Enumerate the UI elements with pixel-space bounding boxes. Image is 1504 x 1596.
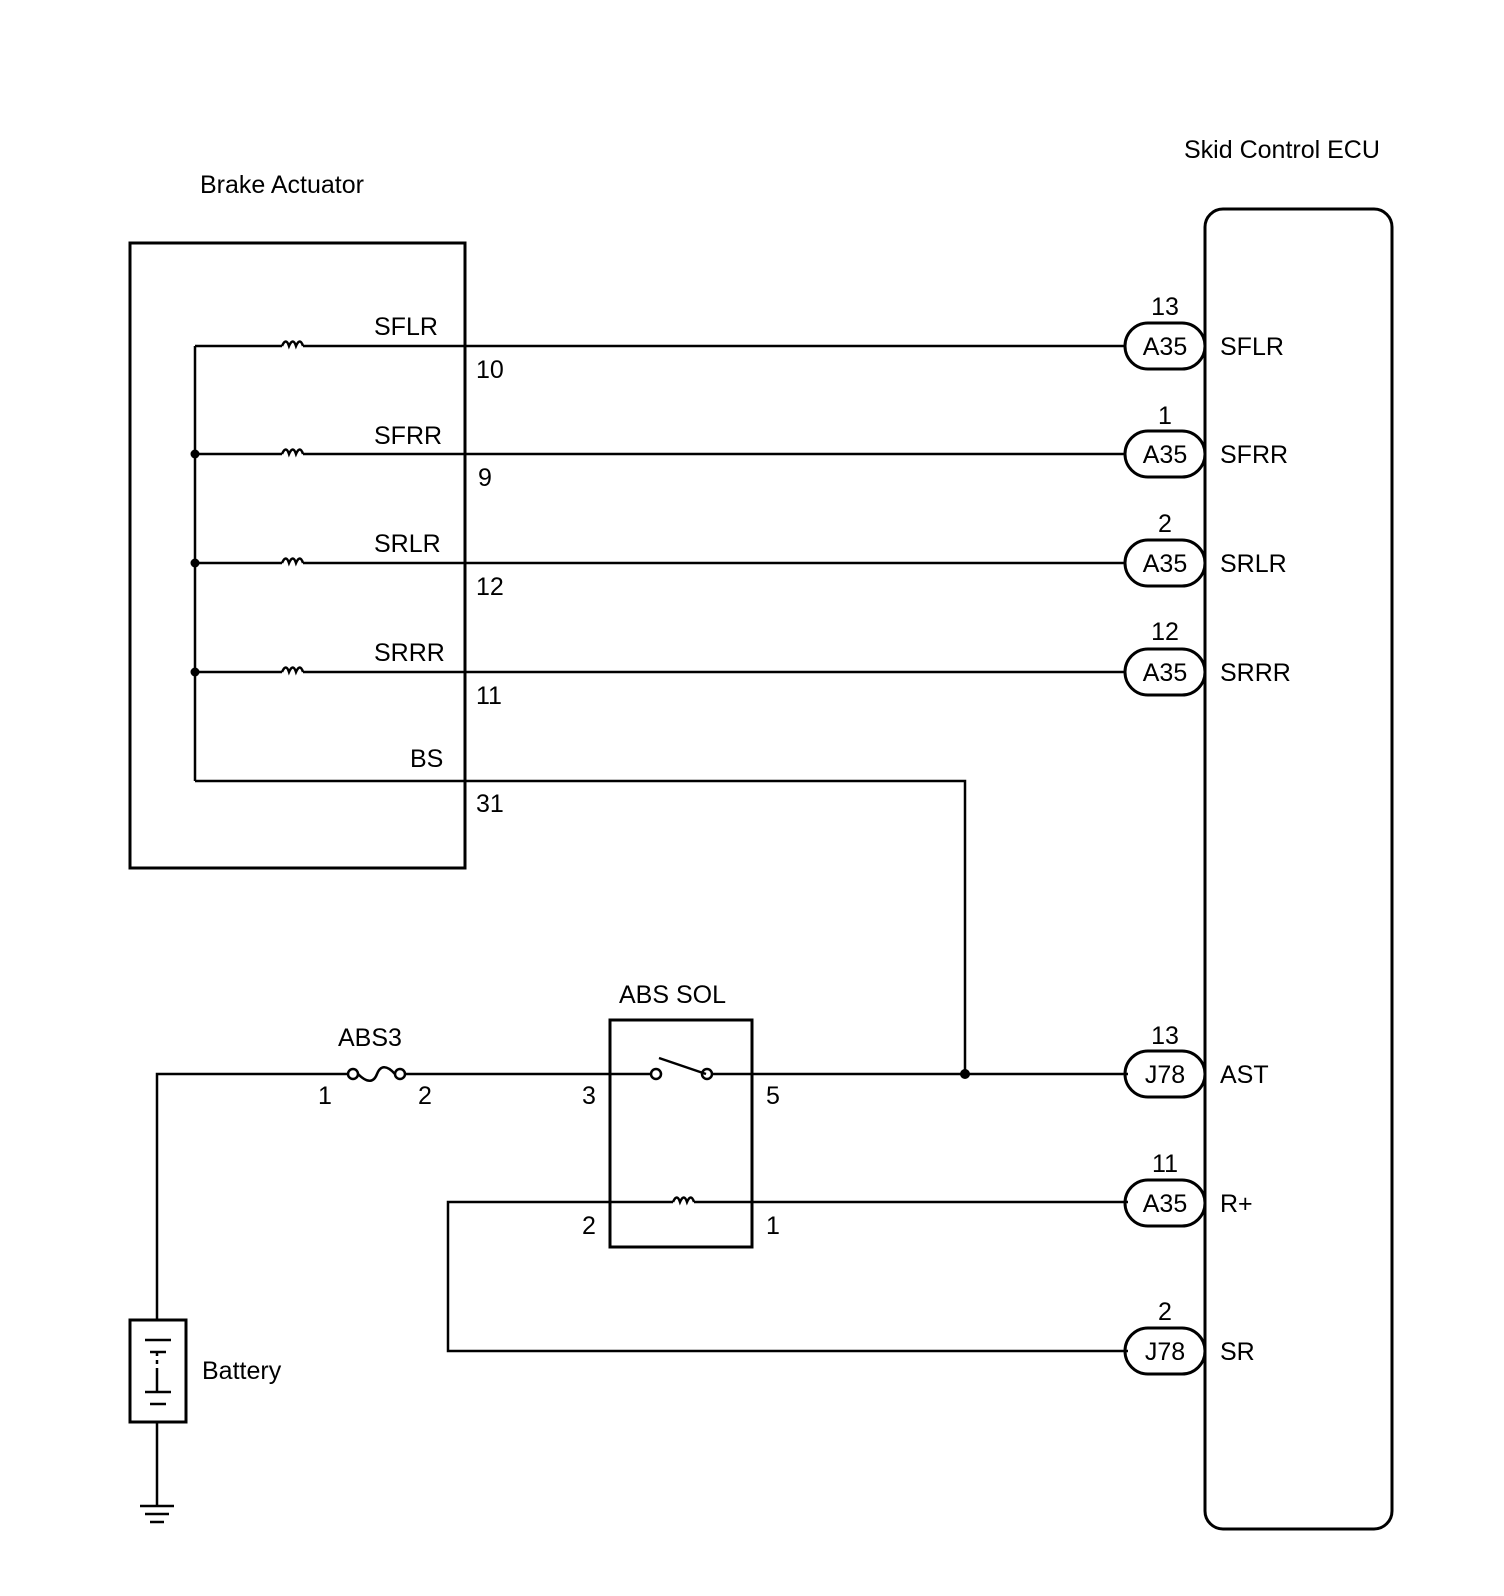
ecu-signal-label: SR: [1220, 1338, 1255, 1366]
actuator-row-sfrr: SFRR 9: [190, 422, 1128, 492]
bs-wire: [195, 779, 967, 1074]
connector-badge: [1123, 647, 1207, 697]
ecu-terminal-srrr: 12 A35 SRRR: [1123, 618, 1291, 697]
actuator-signal-label: SFRR: [374, 422, 442, 450]
fuse-title: ABS3: [338, 1024, 402, 1052]
connector-label: A35: [1143, 550, 1187, 578]
relay-coil-icon: [671, 1196, 696, 1206]
relay-title: ABS SOL: [619, 981, 726, 1009]
connector-label: A35: [1143, 333, 1187, 361]
ecu-title: Skid Control ECU: [1184, 136, 1380, 164]
ecu-terminal-sflr: 13 A35 SFLR: [1123, 293, 1284, 371]
actuator-signal-label: SRRR: [374, 639, 445, 667]
ecu-pin-label: 13: [1151, 1022, 1179, 1050]
ecu-pin-label: 13: [1151, 293, 1179, 321]
ecu-signal-label: R+: [1220, 1190, 1253, 1218]
solenoid-coil-icon: [280, 666, 305, 676]
ecu-pin-label: 2: [1158, 510, 1172, 538]
relay-switch-icon: [649, 1056, 714, 1081]
relay-pin-label: 1: [766, 1212, 780, 1240]
ecu-terminal-r-plus: 11 A35 R+: [1123, 1150, 1253, 1228]
connector-label: A35: [1143, 659, 1187, 687]
ecu-pin-label: 2: [1158, 1298, 1172, 1326]
actuator-pin-label: 9: [478, 464, 492, 492]
ecu-box: [1203, 207, 1394, 1531]
ecu-pin-label: 1: [1158, 402, 1172, 430]
connector-label: J78: [1145, 1061, 1185, 1089]
ecu-signal-label: SRLR: [1220, 550, 1287, 578]
battery-feed-wire: [155, 1072, 348, 1320]
ecu-signal-label: SFRR: [1220, 441, 1288, 469]
relay-pin-label: 5: [766, 1082, 780, 1110]
ecu-pin-label: 11: [1152, 1150, 1178, 1178]
ecu-terminal-sfrr: 1 A35 SFRR: [1123, 402, 1288, 479]
sr-wire: [446, 1200, 1128, 1353]
actuator-row-bs: BS 31: [195, 745, 967, 1074]
ecu-signal-label: SFLR: [1220, 333, 1284, 361]
brake-actuator-box: [128, 241, 467, 870]
fuse-pin-out: 2: [418, 1082, 432, 1110]
actuator-signal-label: SFLR: [374, 313, 438, 341]
battery-label: Battery: [202, 1357, 282, 1385]
ecu-pin-label: 12: [1151, 618, 1179, 646]
connector-label: A35: [1143, 441, 1187, 469]
actuator-row-srlr: SRLR 12: [190, 530, 1128, 601]
actuator-signal-label: BS: [410, 745, 443, 773]
power-circuit: ABS3 1 2 ABS SOL 3 5: [155, 981, 1128, 1320]
ground-icon: [140, 1504, 174, 1524]
solenoid-coil-icon: [280, 448, 305, 458]
ecu-terminal-sr: 2 J78 SR: [1123, 1298, 1255, 1376]
battery-icon: [128, 1318, 188, 1424]
ecu-terminal-srlr: 2 A35 SRLR: [1123, 510, 1287, 588]
actuator-pin-label: 31: [476, 790, 504, 818]
brake-actuator-title: Brake Actuator: [200, 171, 364, 199]
ecu-terminal-ast: 13 J78 AST: [1123, 1022, 1269, 1099]
connector-label: A35: [1143, 1190, 1187, 1218]
connector-badge: [1123, 429, 1207, 479]
junction-dot: [960, 1069, 970, 1079]
connector-badge: [1123, 538, 1207, 588]
actuator-pin-label: 11: [476, 682, 502, 710]
actuator-row-srrr: SRRR 11: [190, 639, 1128, 710]
fuse-pin-in: 1: [318, 1082, 332, 1110]
ecu-signal-label: SRRR: [1220, 659, 1291, 687]
connector-badge: [1123, 321, 1207, 371]
relay-pin-label: 2: [582, 1212, 596, 1240]
fuse-icon: [346, 1066, 407, 1082]
relay-box: [608, 1018, 754, 1249]
actuator-pin-label: 10: [476, 356, 504, 384]
relay-coil-circuit: 2 1: [446, 1196, 1128, 1353]
relay-pin-label: 3: [582, 1082, 596, 1110]
actuator-signal-label: SRLR: [374, 530, 441, 558]
solenoid-coil-icon: [280, 340, 305, 350]
connector-label: J78: [1145, 1338, 1185, 1366]
actuator-row-sflr: SFLR 10: [195, 313, 1128, 384]
ecu-signal-label: AST: [1220, 1061, 1269, 1089]
solenoid-coil-icon: [280, 557, 305, 567]
actuator-pin-label: 12: [476, 573, 504, 601]
